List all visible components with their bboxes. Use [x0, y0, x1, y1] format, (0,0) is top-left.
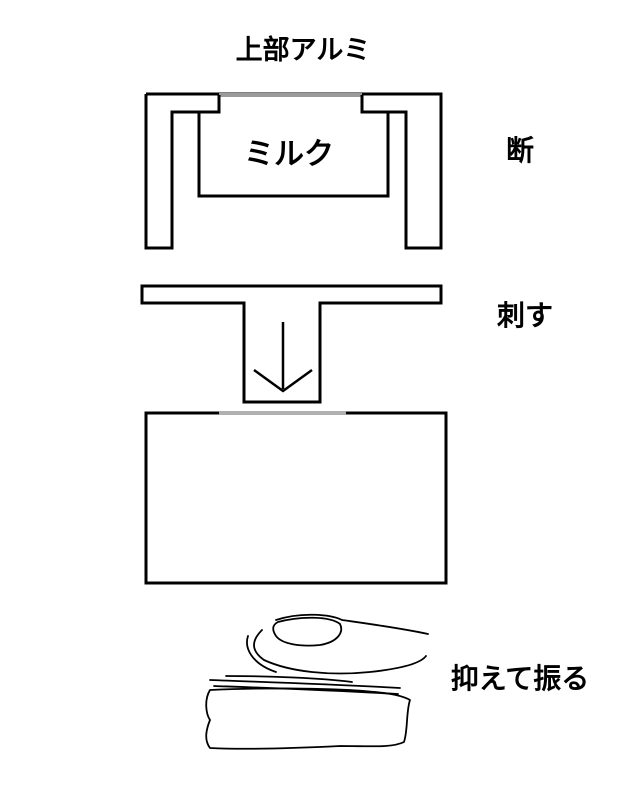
- milk-label: ミルク: [244, 137, 334, 172]
- down-arrow-icon: [253, 322, 313, 393]
- top-aluminum-label: 上部アルミ: [236, 34, 371, 66]
- section-label: 断: [506, 134, 534, 167]
- cross-section: ミルク: [144, 92, 443, 250]
- hold-and-shake-label: 抑えて振る: [451, 662, 590, 695]
- pierce-label: 刺す: [497, 299, 553, 332]
- box-outline: [144, 411, 448, 585]
- piercing-tool: [140, 284, 443, 404]
- hand-sketch-icon: [205, 613, 429, 750]
- t-shape-outline: [140, 284, 443, 404]
- milk-box: [144, 411, 448, 585]
- milk-container: [197, 95, 390, 198]
